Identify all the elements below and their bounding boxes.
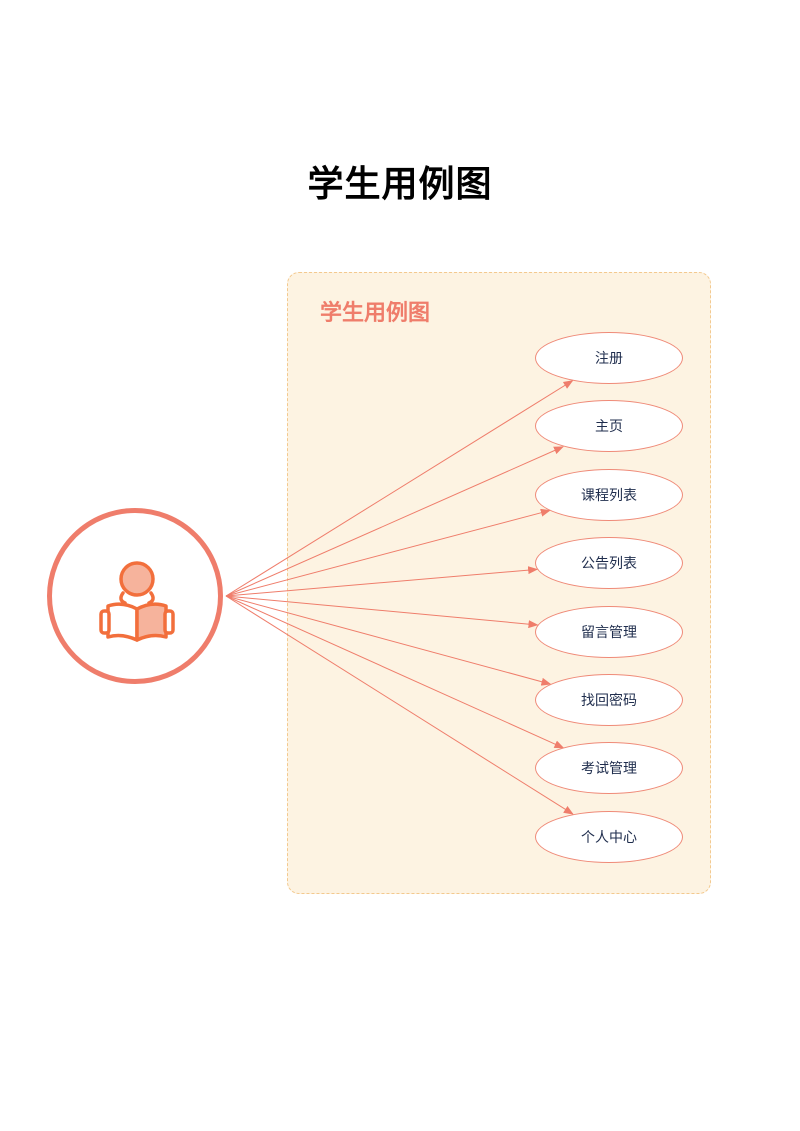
association-arrow-4 <box>225 566 539 597</box>
use-case-6: 找回密码 <box>535 674 683 726</box>
association-arrow-5 <box>225 595 539 629</box>
use-case-2: 主页 <box>535 400 683 453</box>
use-case-8: 个人中心 <box>535 810 683 863</box>
use-case-4: 公告列表 <box>535 537 683 590</box>
system-title: 学生用例图 <box>320 301 431 326</box>
page-title: 学生用例图 <box>307 164 493 205</box>
student-actor <box>47 508 223 684</box>
use-case-7: 考试管理 <box>535 742 683 795</box>
use-case-1: 注册 <box>535 332 683 384</box>
association-arrow-8 <box>225 595 574 815</box>
association-arrow-1 <box>225 380 574 597</box>
association-arrow-2 <box>225 446 564 597</box>
student-reading-icon <box>99 561 175 642</box>
association-arrow-3 <box>225 508 551 597</box>
association-arrow-6 <box>225 595 552 686</box>
use-case-3: 课程列表 <box>535 468 683 521</box>
association-arrow-7 <box>225 595 565 749</box>
use-case-5: 留言管理 <box>535 605 683 658</box>
